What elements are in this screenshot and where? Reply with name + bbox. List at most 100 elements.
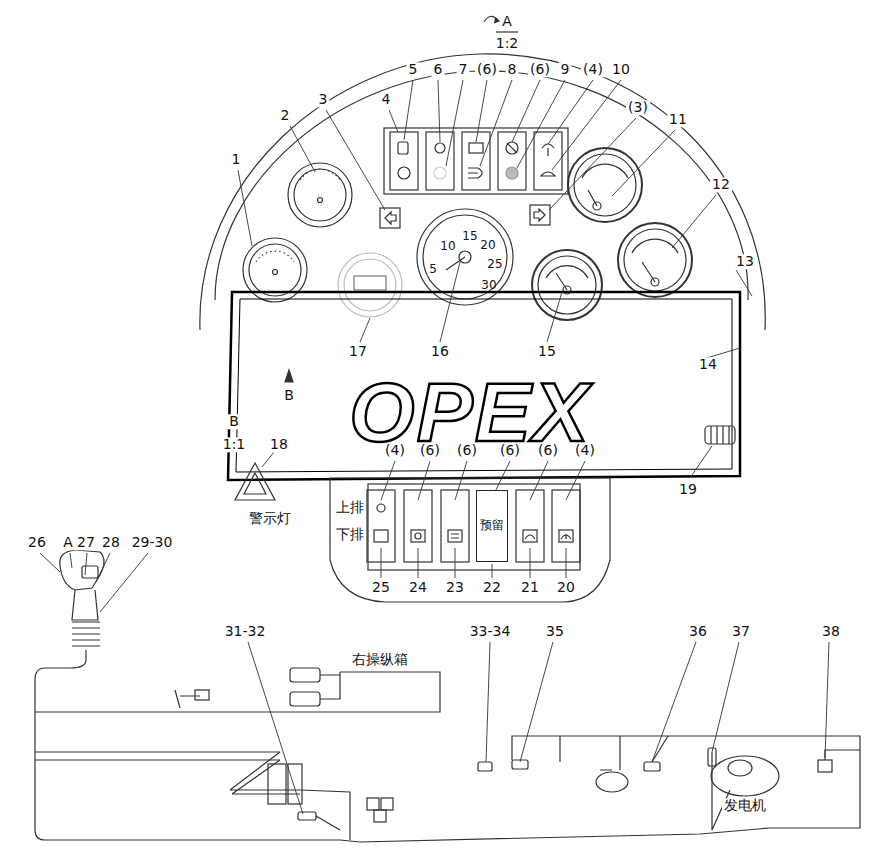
callout-number: 7: [457, 62, 470, 77]
callout-number: 右操纵箱: [350, 652, 410, 667]
drawing-stroke: [175, 690, 200, 708]
callout-number: 9: [559, 62, 572, 77]
drawing-stroke: [632, 239, 678, 253]
callout-number: 3: [317, 92, 330, 107]
callout-number: 23: [444, 580, 466, 595]
drawing-stroke: [705, 426, 735, 444]
dashboard: [200, 16, 765, 602]
callout-number: 20: [555, 580, 577, 595]
drawing-stroke: [389, 110, 398, 132]
drawing-stroke: [825, 642, 829, 758]
drawing-stroke: [418, 548, 419, 578]
callout-number: 14: [697, 357, 719, 372]
dial-number: 25: [485, 258, 504, 271]
drawing-stroke: [525, 535, 535, 539]
drawing-stroke: [368, 484, 580, 570]
drawing-stroke: [552, 80, 621, 170]
wire-harness: [35, 550, 860, 842]
drawing-stroke: [574, 154, 636, 216]
drawing-stroke: [411, 530, 425, 542]
drawing-stroke: [736, 270, 752, 296]
drawing-stroke: [478, 762, 492, 771]
callout-number: 上排: [334, 500, 366, 515]
drawing-stroke: [377, 504, 385, 512]
callout-number: (6): [498, 443, 522, 458]
drawing-stroke: [455, 548, 456, 578]
drawing-stroke: [374, 810, 386, 822]
callout-number: 12: [710, 177, 732, 192]
drawing-stroke: [556, 273, 567, 290]
drawing-stroke: [523, 530, 537, 542]
callout-number: (6): [536, 443, 560, 458]
drawing-stroke: [70, 553, 72, 568]
callout-number: (4): [581, 62, 605, 77]
drawing-stroke: [548, 80, 593, 144]
dial-number: 10: [438, 240, 457, 253]
callout-number: 27: [75, 535, 97, 550]
drawing-stroke: [404, 80, 413, 140]
drawing-stroke: [728, 760, 752, 776]
callout-number: 35: [544, 624, 566, 639]
drawing-stroke: [72, 622, 100, 646]
drawing-stroke: [440, 262, 460, 342]
drawing-stroke: [320, 672, 340, 699]
drawing-stroke: [423, 215, 507, 299]
drawing-stroke: [318, 198, 323, 203]
drawing-stroke: [618, 223, 692, 297]
callout-number: 10: [610, 62, 632, 77]
drawing-stroke: [446, 257, 465, 270]
drawing-stroke: [600, 736, 620, 770]
drawing-stroke: [316, 816, 340, 830]
drawing-stroke: [534, 209, 545, 221]
callout-number: 24: [407, 580, 429, 595]
drawing-stroke: [652, 736, 668, 762]
drawing-stroke: [448, 530, 462, 542]
callout-number: 26: [26, 535, 48, 550]
drawing-stroke: [825, 750, 860, 760]
callout-number: B: [282, 388, 296, 403]
dial-number: 20: [478, 239, 497, 252]
drawing-stroke: [35, 672, 440, 712]
drawing-stroke: [588, 190, 597, 206]
drawing-stroke: [390, 132, 418, 190]
drawing-stroke: [498, 132, 526, 190]
switch-label: 预留: [477, 517, 507, 534]
callout-number: 4: [380, 92, 393, 107]
drawing-stroke: [530, 548, 531, 578]
drawing-stroke: [268, 764, 286, 804]
callout-number: 2: [279, 108, 292, 123]
drawing-stroke: [492, 564, 493, 578]
drawing-stroke: [520, 642, 553, 762]
drawing-stroke: [568, 148, 642, 222]
drawing-stroke: [530, 205, 550, 225]
callout-number: 29-30: [130, 535, 175, 550]
drawing-stroke: [652, 642, 696, 762]
callout-number: 18: [268, 437, 290, 452]
drawing-stroke: [468, 168, 478, 178]
callout-number: 33-34: [468, 624, 513, 639]
callout-number: 17: [347, 344, 369, 359]
drawing-stroke: [478, 168, 482, 178]
drawing-stroke: [566, 461, 585, 500]
drawing-stroke: [434, 167, 446, 179]
drawing-stroke: [290, 126, 315, 172]
callout-number: 21: [519, 580, 541, 595]
callout-number: 发电机: [722, 798, 768, 813]
drawing-stroke: [496, 31, 518, 32]
dial-number: 30: [479, 279, 498, 292]
callout-number: 19: [677, 482, 699, 497]
callout-number: (6): [475, 62, 499, 77]
callout-number: 28: [100, 535, 122, 550]
callout-number: 8: [506, 62, 519, 77]
drawing-stroke: [547, 292, 562, 342]
drawing-stroke: [288, 163, 352, 227]
drawing-stroke: [35, 759, 280, 760]
drawing-stroke: [549, 118, 636, 210]
drawing-stroke: [374, 530, 388, 542]
drawing-stroke: [446, 80, 463, 166]
callout-number: 36: [687, 624, 709, 639]
drawing-stroke: [367, 798, 379, 810]
drawing-stroke: [230, 752, 300, 794]
drawing-stroke: [344, 259, 396, 311]
drawing-stroke: [541, 172, 555, 176]
